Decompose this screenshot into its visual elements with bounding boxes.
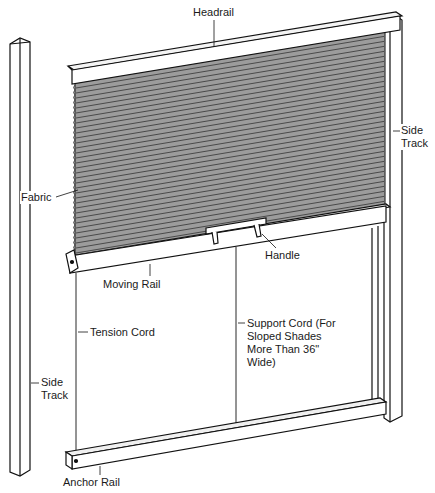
pleat-edge: [74, 220, 76, 225]
part-label: Headrail: [192, 6, 235, 19]
pleat-edge: [74, 105, 76, 110]
pleat-line: [76, 156, 384, 208]
pleat-edge: [74, 170, 76, 175]
leader-line: [238, 323, 245, 324]
pleat-edge: [74, 145, 76, 150]
moving-rail: [70, 206, 386, 273]
pleat-edge: [74, 180, 76, 185]
anchor-rail: [72, 402, 386, 469]
part-label: Handle: [264, 249, 301, 262]
support-cord: [236, 247, 237, 427]
pleat-line: [76, 151, 384, 203]
pleat-edge: [74, 195, 76, 200]
side-track-left: [10, 38, 30, 476]
part-label: Moving Rail: [102, 278, 161, 291]
rail-end-cap: [66, 452, 72, 469]
tension-cord: [76, 273, 77, 455]
leader-line: [214, 20, 215, 47]
pleat-edge: [74, 130, 76, 135]
pleat-line: [76, 126, 384, 178]
pleat-edge: [74, 100, 76, 105]
track-edge: [389, 20, 390, 422]
pleat-line: [76, 141, 384, 193]
pleat-edge: [74, 210, 76, 215]
pleat-edge: [74, 155, 76, 160]
rail-edge: [68, 66, 72, 70]
pleat-line: [76, 71, 384, 123]
pleat-line: [76, 106, 384, 158]
pleat-edge: [74, 150, 76, 155]
handle-leg: [254, 224, 261, 237]
pleat-line: [76, 81, 384, 133]
cord-lock: [71, 261, 74, 264]
leader-line: [31, 383, 39, 384]
pleat-line: [76, 161, 384, 213]
leader-line: [56, 190, 78, 197]
headrail: [72, 16, 400, 84]
part-label: Support Cord (For Sloped Shades More Tha…: [246, 317, 338, 369]
pleat-line: [76, 136, 384, 188]
pleat-line: [76, 76, 384, 128]
pleat-line: [76, 86, 384, 138]
handle-leg: [212, 232, 218, 244]
pleat-edge: [74, 230, 76, 235]
leader-line: [100, 466, 101, 475]
cord-anchor: [75, 460, 78, 463]
pleat-line: [76, 116, 384, 168]
pleat-edge: [74, 225, 76, 230]
part-label: Side Track: [40, 376, 74, 402]
pleat-edge: [74, 240, 76, 245]
frame-line: [377, 226, 378, 402]
pleat-edge: [74, 125, 76, 130]
pleat-line: [76, 91, 384, 143]
rail-end-cap: [66, 250, 78, 273]
track-edge: [19, 38, 20, 476]
pleat-edge: [74, 85, 76, 90]
pleat-line: [76, 121, 384, 173]
pleat-line: [76, 131, 384, 183]
part-label: Anchor Rail: [62, 476, 121, 489]
part-label: Fabric: [20, 191, 53, 204]
pleat-edge: [74, 185, 76, 190]
pleat-edge: [74, 110, 76, 115]
part-label: Side Track: [400, 124, 432, 150]
leader-lines: [31, 20, 403, 475]
pleat-edge: [74, 135, 76, 140]
side-track-right: [384, 16, 402, 422]
pleat-edge: [74, 175, 76, 180]
pleat-edge: [74, 120, 76, 125]
pleat-edge: [74, 215, 76, 220]
track-edge: [10, 42, 30, 44]
pleat-edge: [74, 235, 76, 240]
pleat-edge: [74, 200, 76, 205]
pleat-line: [76, 111, 384, 163]
leader-line: [78, 332, 88, 333]
pleat-edge: [74, 115, 76, 120]
anchor-rail-top: [66, 398, 386, 456]
part-label: Tension Cord: [89, 326, 156, 339]
pleat-edge: [74, 160, 76, 165]
pleat-line: [76, 96, 384, 148]
headrail-top: [68, 12, 402, 70]
leader-line: [150, 264, 151, 276]
pleat-edge: [74, 90, 76, 95]
leader-line: [262, 234, 276, 248]
pleat-line: [76, 166, 384, 218]
pleat-edge: [74, 140, 76, 145]
frame-line: [371, 228, 372, 404]
pleat-line: [76, 146, 384, 198]
pleat-line: [76, 101, 384, 153]
pleat-edge: [74, 95, 76, 100]
pleat-edge: [74, 205, 76, 210]
pleat-edge: [74, 165, 76, 170]
